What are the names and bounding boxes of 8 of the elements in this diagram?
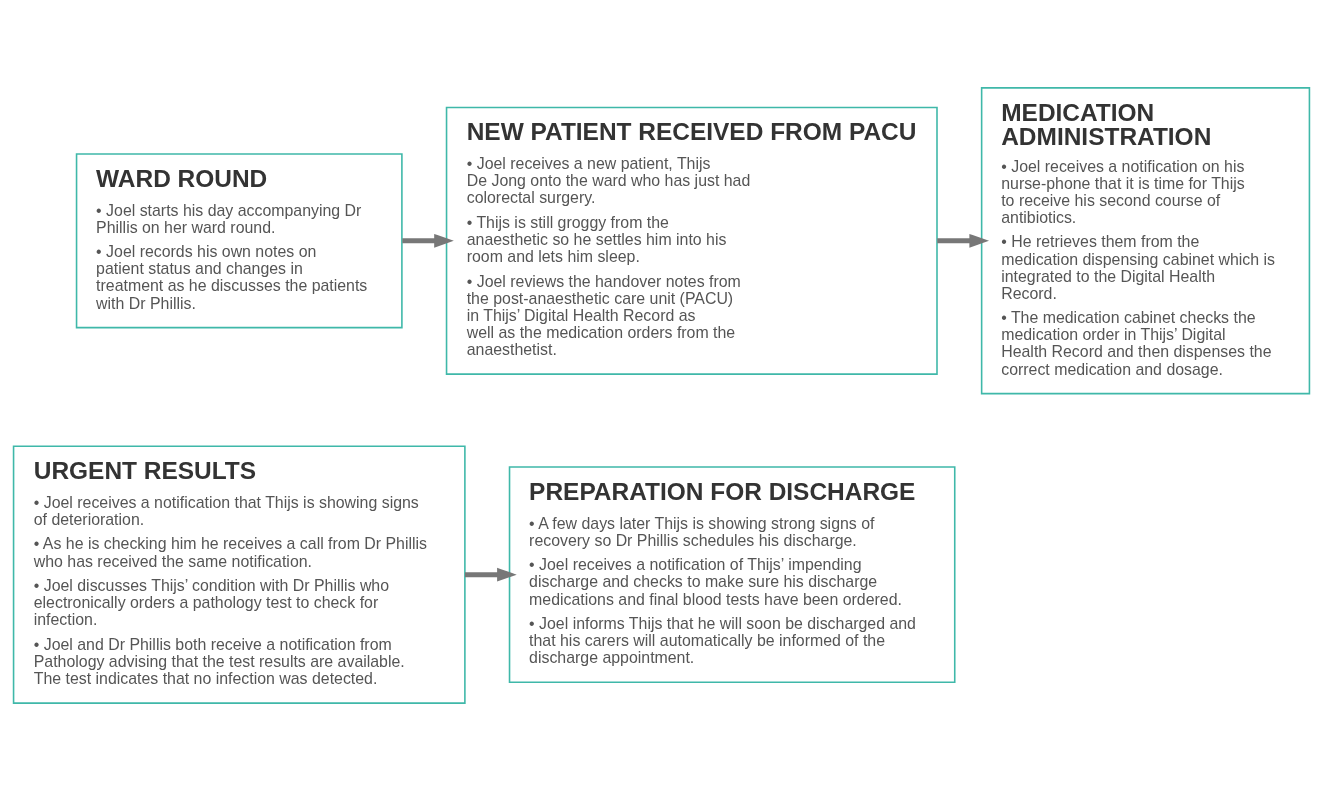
node-box: WARD ROUND • Joel starts his day accompanying Dr Phillis on her ward round. • Joel records his own notes on patient status and changes in treatment as he discusses the patients with Dr Phillis. [75, 153, 403, 329]
arrow [937, 233, 989, 248]
node-box: PREPARATION FOR DISCHARGE • A few days later Thijs is showing strong signs of recovery so Dr Phillis schedules his discharge. • Joel receives a notification of Thijs’ impending discharge and checks to make sure his discharge medications and final blood tests have been ordered. • Joel informs Thijs that he will soon be discharged and that his carers will automatically be informed of the discharge appointment. [508, 466, 956, 684]
arrow [465, 567, 517, 582]
node-box: MEDICATION ADMINISTRATION • Joel receives a notification on his nurse-phone that it is time for Thijs to receive his second course of antibiotics. • He retrieves them from the medication dispensing cabinet which is integrated to the Digital Health Record. • The medication cabinet checks the medication order in Thijs’ Digital Health Record and then dispenses the correct medication and dosage. [980, 87, 1311, 395]
node-box: NEW PATIENT RECEIVED FROM PACU • Joel receives a new patient, Thijs De Jong onto the ward who has just had colorectal surgery. • Thijs is still groggy from the anaesthetic so he settles him into his room and lets him sleep. • Joel reviews the handover notes from the post-anaesthetic care unit (PACU) in Thijs’ Digital Health Record as well as the medication orders from the anaesthetist. [445, 106, 938, 375]
arrow [402, 233, 454, 248]
node-box: URGENT RESULTS • Joel receives a notification that Thijs is showing signs of deterioration. • As he is checking him he receives a call from Dr Phillis who has received the same notification. • Joel discusses Thijs’ condition with Dr Phillis who electronically orders a pathology test to check for infection. • Joel and Dr Phillis both receive a notification from Pathology advising that the test results are available. The test indicates that no infection was detected. [12, 445, 466, 704]
